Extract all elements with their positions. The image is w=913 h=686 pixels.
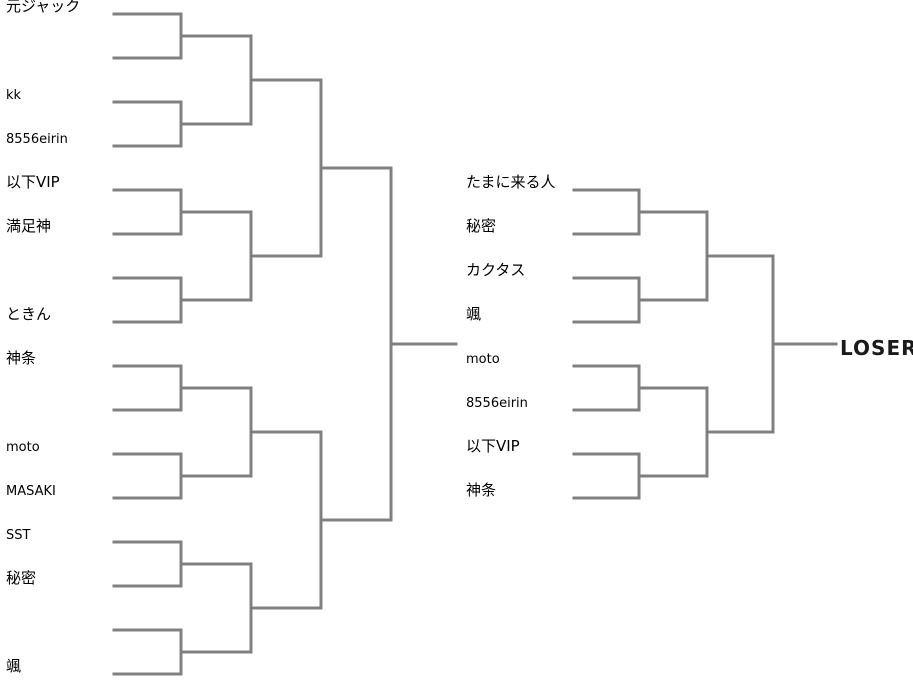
right-entrant: 以下VIP <box>466 437 520 455</box>
left-entrant: 秘密 <box>6 569 36 587</box>
right-entrant: 神条 <box>466 481 496 499</box>
right-entrant: moto <box>466 352 500 367</box>
left-entrant: 颯 <box>6 657 21 675</box>
right-entrant: 8556eirin <box>466 396 528 411</box>
left-entrant: MASAKI <box>6 484 56 499</box>
right-entrant: 颯 <box>466 305 481 323</box>
left-entrant: 神条 <box>6 349 36 367</box>
final-label: LOSER <box>840 336 913 360</box>
right-bracket-lines <box>572 188 838 500</box>
left-entrant: moto <box>6 440 40 455</box>
left-entrant: SST <box>6 528 31 543</box>
right-entrant: 秘密 <box>466 217 496 235</box>
left-entrant: ときん <box>6 305 51 323</box>
right-entrant: たまに来る人 <box>466 173 556 191</box>
left-entrant: 以下VIP <box>6 173 60 191</box>
left-entrant: 元ジャック <box>6 0 80 15</box>
left-entrant: kk <box>6 88 22 103</box>
left-entrant: 満足神 <box>6 217 51 235</box>
left-entrant: 8556eirin <box>6 132 68 147</box>
left-bracket-lines <box>112 12 458 676</box>
right-entrant: カクタス <box>466 261 525 279</box>
